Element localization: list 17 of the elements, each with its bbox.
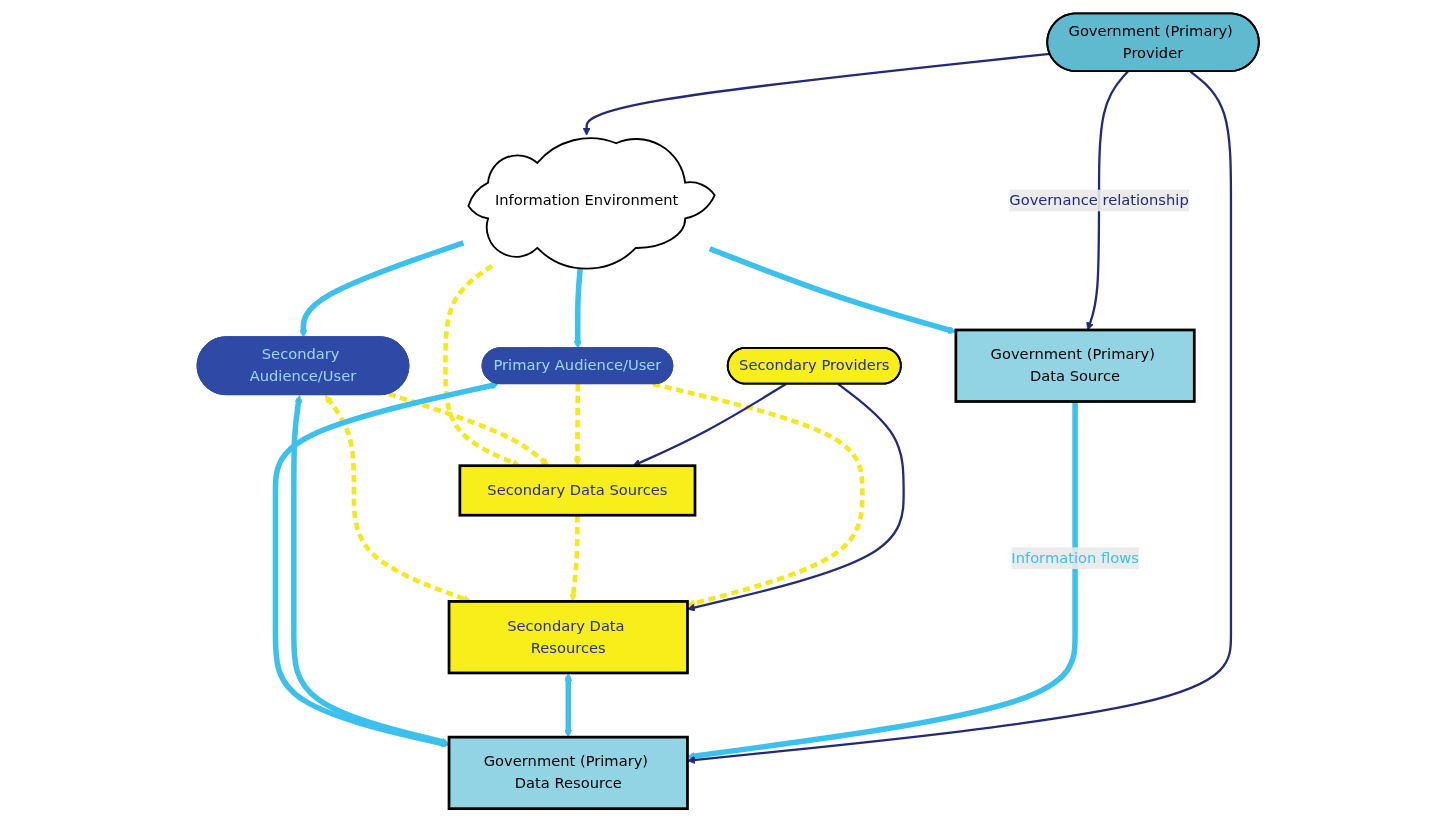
edge-label: Information flows (1010, 549, 1139, 567)
node-box: Government (Primary) Data Resource (447, 735, 689, 811)
arrow (686, 70, 1232, 764)
node-box: Secondary Data Resources (447, 600, 689, 675)
arrow (582, 52, 1050, 136)
arrow (686, 383, 905, 612)
arrow (708, 246, 956, 334)
node-box: Government (Primary) Data Source (954, 328, 1196, 403)
arrow (686, 401, 1078, 760)
arrow (568, 515, 580, 602)
arrow (651, 381, 865, 608)
arrow (272, 381, 499, 748)
node-box: Secondary Data Sources (457, 464, 696, 517)
arrow (290, 395, 449, 746)
arrow (298, 240, 464, 338)
edge-label: Governance relationship (1008, 191, 1189, 209)
arrow (563, 672, 572, 738)
